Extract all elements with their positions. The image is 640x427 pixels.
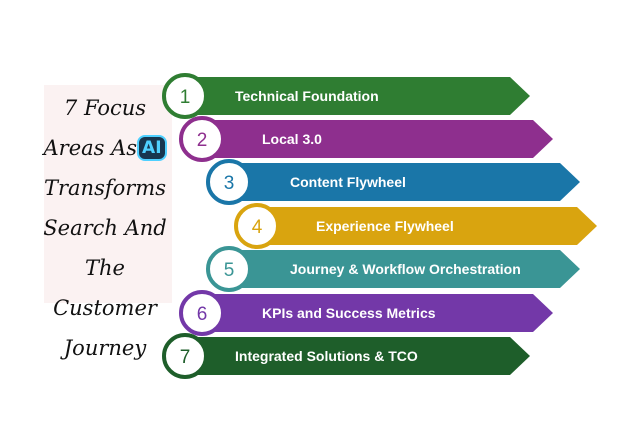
step-2: 2 Local 3.0: [179, 116, 553, 162]
step-1-number-circle: [162, 73, 208, 119]
step-4: 4 Experience Flywheel: [234, 203, 597, 249]
step-4-band: [257, 207, 597, 245]
step-3-band: [229, 163, 580, 201]
step-6-number-circle: [179, 290, 225, 336]
step-3: 3 Content Flywheel: [206, 159, 580, 205]
title-line-2-text: Areas As: [43, 136, 138, 160]
title-line-6: Customer: [53, 296, 157, 320]
title-line-1: 7 Focus: [63, 96, 147, 120]
step-2-number: 2: [197, 130, 208, 151]
step-2-label: Local 3.0: [262, 131, 322, 147]
step-1-label: Technical Foundation: [235, 88, 379, 104]
title-line-3: Transforms: [43, 176, 166, 200]
step-3-number: 3: [224, 173, 235, 194]
title-line-4: Search And: [43, 216, 167, 240]
step-6: 6 KPIs and Success Metrics: [179, 290, 553, 336]
title-line-5: The: [85, 256, 125, 280]
title-line-7: Journey: [63, 336, 147, 360]
step-5-number: 5: [224, 260, 235, 281]
step-6-number: 6: [197, 304, 208, 325]
step-2-number-circle: [179, 116, 225, 162]
step-3-label: Content Flywheel: [290, 174, 406, 190]
step-2-band: [202, 120, 553, 158]
step-5-number-circle: [206, 246, 252, 292]
step-5-band: [229, 250, 580, 288]
step-7-band: [185, 337, 530, 375]
step-3-number-circle: [206, 159, 252, 205]
step-1-number: 1: [180, 87, 191, 108]
step-4-label: Experience Flywheel: [316, 218, 454, 234]
step-4-number-circle: [234, 203, 280, 249]
step-6-label: KPIs and Success Metrics: [262, 305, 436, 321]
step-4-number: 4: [252, 217, 263, 238]
step-5-label: Journey & Workflow Orchestration: [290, 261, 521, 277]
step-1-band: [185, 77, 530, 115]
step-6-band: [202, 294, 553, 332]
step-7-number: 7: [180, 347, 191, 368]
step-7-number-circle: [162, 333, 208, 379]
step-5: 5 Journey & Workflow Orchestration: [206, 246, 580, 292]
step-7: 7 Integrated Solutions & TCO: [162, 333, 530, 379]
ai-badge: AI: [137, 135, 167, 161]
step-7-label: Integrated Solutions & TCO: [235, 348, 418, 364]
title-panel: [44, 85, 172, 303]
step-1: 1 Technical Foundation: [162, 73, 530, 119]
